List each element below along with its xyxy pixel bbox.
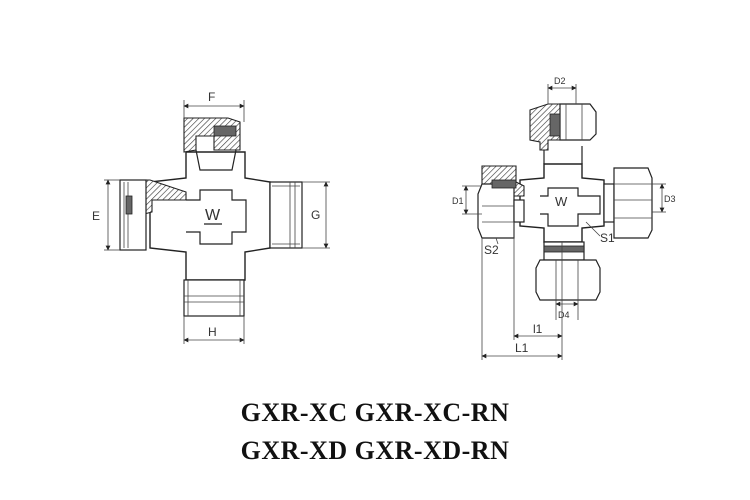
right-right-nut [613, 167, 653, 239]
dim-label-S2: S2 [484, 243, 499, 257]
dim-label-l1: l1 [533, 322, 543, 336]
dim-label-S1: S1 [600, 231, 615, 245]
right-top-nut [559, 103, 597, 141]
left-right-port [269, 181, 303, 249]
model-title-line-1: GXR-XC GXR-XC-RN [240, 398, 510, 427]
dim-label-D3: D3 [664, 194, 676, 204]
dim-label-D4: D4 [558, 310, 570, 320]
right-cross-view: W D2 D1 D3 D4 S1 S2 l1 L1 [452, 76, 676, 360]
model-title-line-2: GXR-XD GXR-XD-RN [240, 436, 510, 465]
dim-label-L1: L1 [515, 341, 529, 355]
right-left-nut [477, 183, 515, 239]
left-top-seal [213, 125, 237, 137]
dim-label-D2: D2 [554, 76, 566, 86]
left-logo-mark: W [205, 207, 221, 224]
right-logo-mark: W [555, 194, 568, 209]
right-left-seal [491, 179, 517, 189]
dim-label-H: H [208, 325, 217, 339]
right-left-tube [513, 199, 525, 223]
dim-label-E: E [92, 209, 100, 223]
right-bottom-nut [535, 259, 601, 301]
dim-label-G: G [311, 208, 320, 222]
right-top-seal [549, 113, 561, 137]
right-bottom-seal [543, 245, 585, 253]
left-bottom-port [183, 279, 245, 317]
right-right-ferrule [603, 183, 615, 223]
dim-label-F: F [208, 90, 215, 104]
dim-label-D1: D1 [452, 196, 464, 206]
left-cross-view: W F E G H [92, 90, 330, 344]
left-side-seal [125, 195, 133, 215]
